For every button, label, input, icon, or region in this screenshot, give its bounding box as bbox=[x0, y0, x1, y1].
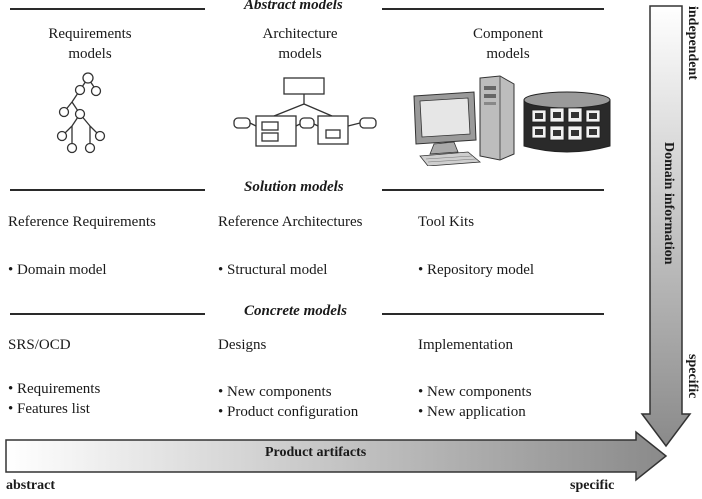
list-item: • Requirements bbox=[8, 381, 101, 397]
reference-architectures-title: Reference Architectures bbox=[218, 214, 363, 230]
abstract-rule-left bbox=[10, 8, 205, 10]
solution-rule-left bbox=[10, 189, 205, 191]
concrete-rule-left bbox=[10, 313, 205, 315]
domain-information-label: Domain information bbox=[661, 142, 676, 265]
list-item: • Product configuration bbox=[218, 404, 359, 420]
architecture-diagram-icon bbox=[233, 77, 377, 147]
solution-models-title: Solution models bbox=[244, 179, 344, 195]
designs-title: Designs bbox=[218, 337, 267, 353]
abstract-models-title: Abstract models bbox=[244, 0, 343, 13]
component-models-heading: Component models bbox=[473, 26, 543, 62]
tool-kits-list: • Repository model bbox=[418, 260, 534, 280]
product-specific-label: specific bbox=[570, 478, 615, 493]
implementation-title: Implementation bbox=[418, 337, 513, 353]
tool-kits-title: Tool Kits bbox=[418, 214, 475, 230]
product-artifacts-arrow bbox=[5, 430, 668, 482]
concrete-rule-right bbox=[382, 313, 604, 315]
designs-list: • New components • Product configuration bbox=[218, 382, 358, 422]
list-item: • New components bbox=[218, 384, 332, 400]
list-item: • Domain model bbox=[8, 262, 107, 278]
domain-information-arrow bbox=[640, 5, 692, 448]
list-item: • New application bbox=[418, 404, 526, 420]
reference-requirements-title: Reference Requirements bbox=[8, 214, 156, 230]
srs-ocd-list: • Requirements • Features list bbox=[8, 379, 100, 419]
architecture-models-heading: Architecture models bbox=[262, 26, 338, 62]
reference-architectures-list: • Structural model bbox=[218, 260, 327, 280]
domain-specific-label: specific bbox=[685, 354, 700, 399]
repository-database-icon bbox=[523, 91, 611, 153]
list-item: • Features list bbox=[8, 401, 90, 417]
product-artifacts-label: Product artifacts bbox=[265, 445, 367, 460]
requirements-models-heading: Requirements models bbox=[48, 26, 132, 62]
srs-ocd-title: SRS/OCD bbox=[8, 337, 71, 353]
abstract-label: abstract bbox=[6, 478, 55, 493]
abstract-rule-right bbox=[382, 8, 604, 10]
concrete-models-title: Concrete models bbox=[244, 303, 347, 319]
requirements-tree-icon bbox=[56, 72, 106, 154]
reference-requirements-list: • Domain model bbox=[8, 260, 107, 280]
list-item: • Repository model bbox=[418, 262, 535, 278]
implementation-list: • New components • New application bbox=[418, 382, 532, 422]
solution-rule-right bbox=[382, 189, 604, 191]
independent-label: independent bbox=[685, 6, 700, 80]
computer-icon bbox=[413, 75, 515, 166]
list-item: • New components bbox=[418, 384, 532, 400]
list-item: • Structural model bbox=[218, 262, 328, 278]
